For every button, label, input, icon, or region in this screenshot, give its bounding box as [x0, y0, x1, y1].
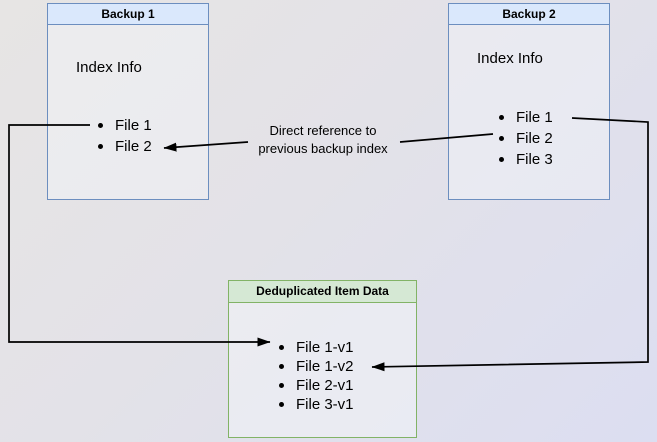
bullet-icon — [499, 157, 504, 162]
list-item: File 2-v1 — [229, 376, 416, 395]
file-label: File 3 — [516, 151, 553, 168]
list-item: File 1 — [449, 107, 609, 128]
bullet-icon — [499, 115, 504, 120]
file-label: File 1 — [516, 109, 553, 126]
backup1-box: Backup 1 Index Info File 1 File 2 — [47, 3, 209, 200]
bullet-icon — [279, 383, 284, 388]
deduplicated-item-data-title: Deduplicated Item Data — [229, 281, 416, 303]
file-label: File 1 — [115, 117, 152, 134]
direct-reference-label-line1: Direct reference to — [269, 123, 377, 138]
file-label: File 2 — [115, 138, 152, 155]
list-item: File 3-v1 — [229, 395, 416, 414]
backup2-index-info-label: Index Info — [477, 50, 543, 67]
dedup-file-list: File 1-v1 File 1-v2 File 2-v1 File 3-v1 — [229, 338, 416, 414]
backup1-index-info-label: Index Info — [76, 59, 142, 76]
bullet-icon — [499, 136, 504, 141]
backup1-title: Backup 1 — [48, 4, 208, 25]
list-item: File 3 — [449, 149, 609, 170]
bullet-icon — [98, 144, 103, 149]
bullet-icon — [279, 364, 284, 369]
backup2-file-list: File 1 File 2 File 3 — [449, 107, 609, 170]
direct-reference-label: Direct reference to previous backup inde… — [238, 122, 408, 158]
bullet-icon — [98, 123, 103, 128]
list-item: File 1-v1 — [229, 338, 416, 357]
list-item: File 2 — [48, 136, 208, 157]
file-label: File 2-v1 — [296, 377, 354, 394]
list-item: File 2 — [449, 128, 609, 149]
deduplicated-item-data-box: Deduplicated Item Data File 1-v1 File 1-… — [228, 280, 417, 438]
list-item: File 1 — [48, 115, 208, 136]
file-label: File 3-v1 — [296, 396, 354, 413]
bullet-icon — [279, 402, 284, 407]
backup2-box: Backup 2 Index Info File 1 File 2 File 3 — [448, 3, 610, 200]
list-item: File 1-v2 — [229, 357, 416, 376]
file-label: File 1-v2 — [296, 358, 354, 375]
backup2-title: Backup 2 — [449, 4, 609, 25]
file-label: File 1-v1 — [296, 339, 354, 356]
file-label: File 2 — [516, 130, 553, 147]
bullet-icon — [279, 345, 284, 350]
backup1-file-list: File 1 File 2 — [48, 115, 208, 157]
direct-reference-label-line2: previous backup index — [258, 141, 388, 156]
